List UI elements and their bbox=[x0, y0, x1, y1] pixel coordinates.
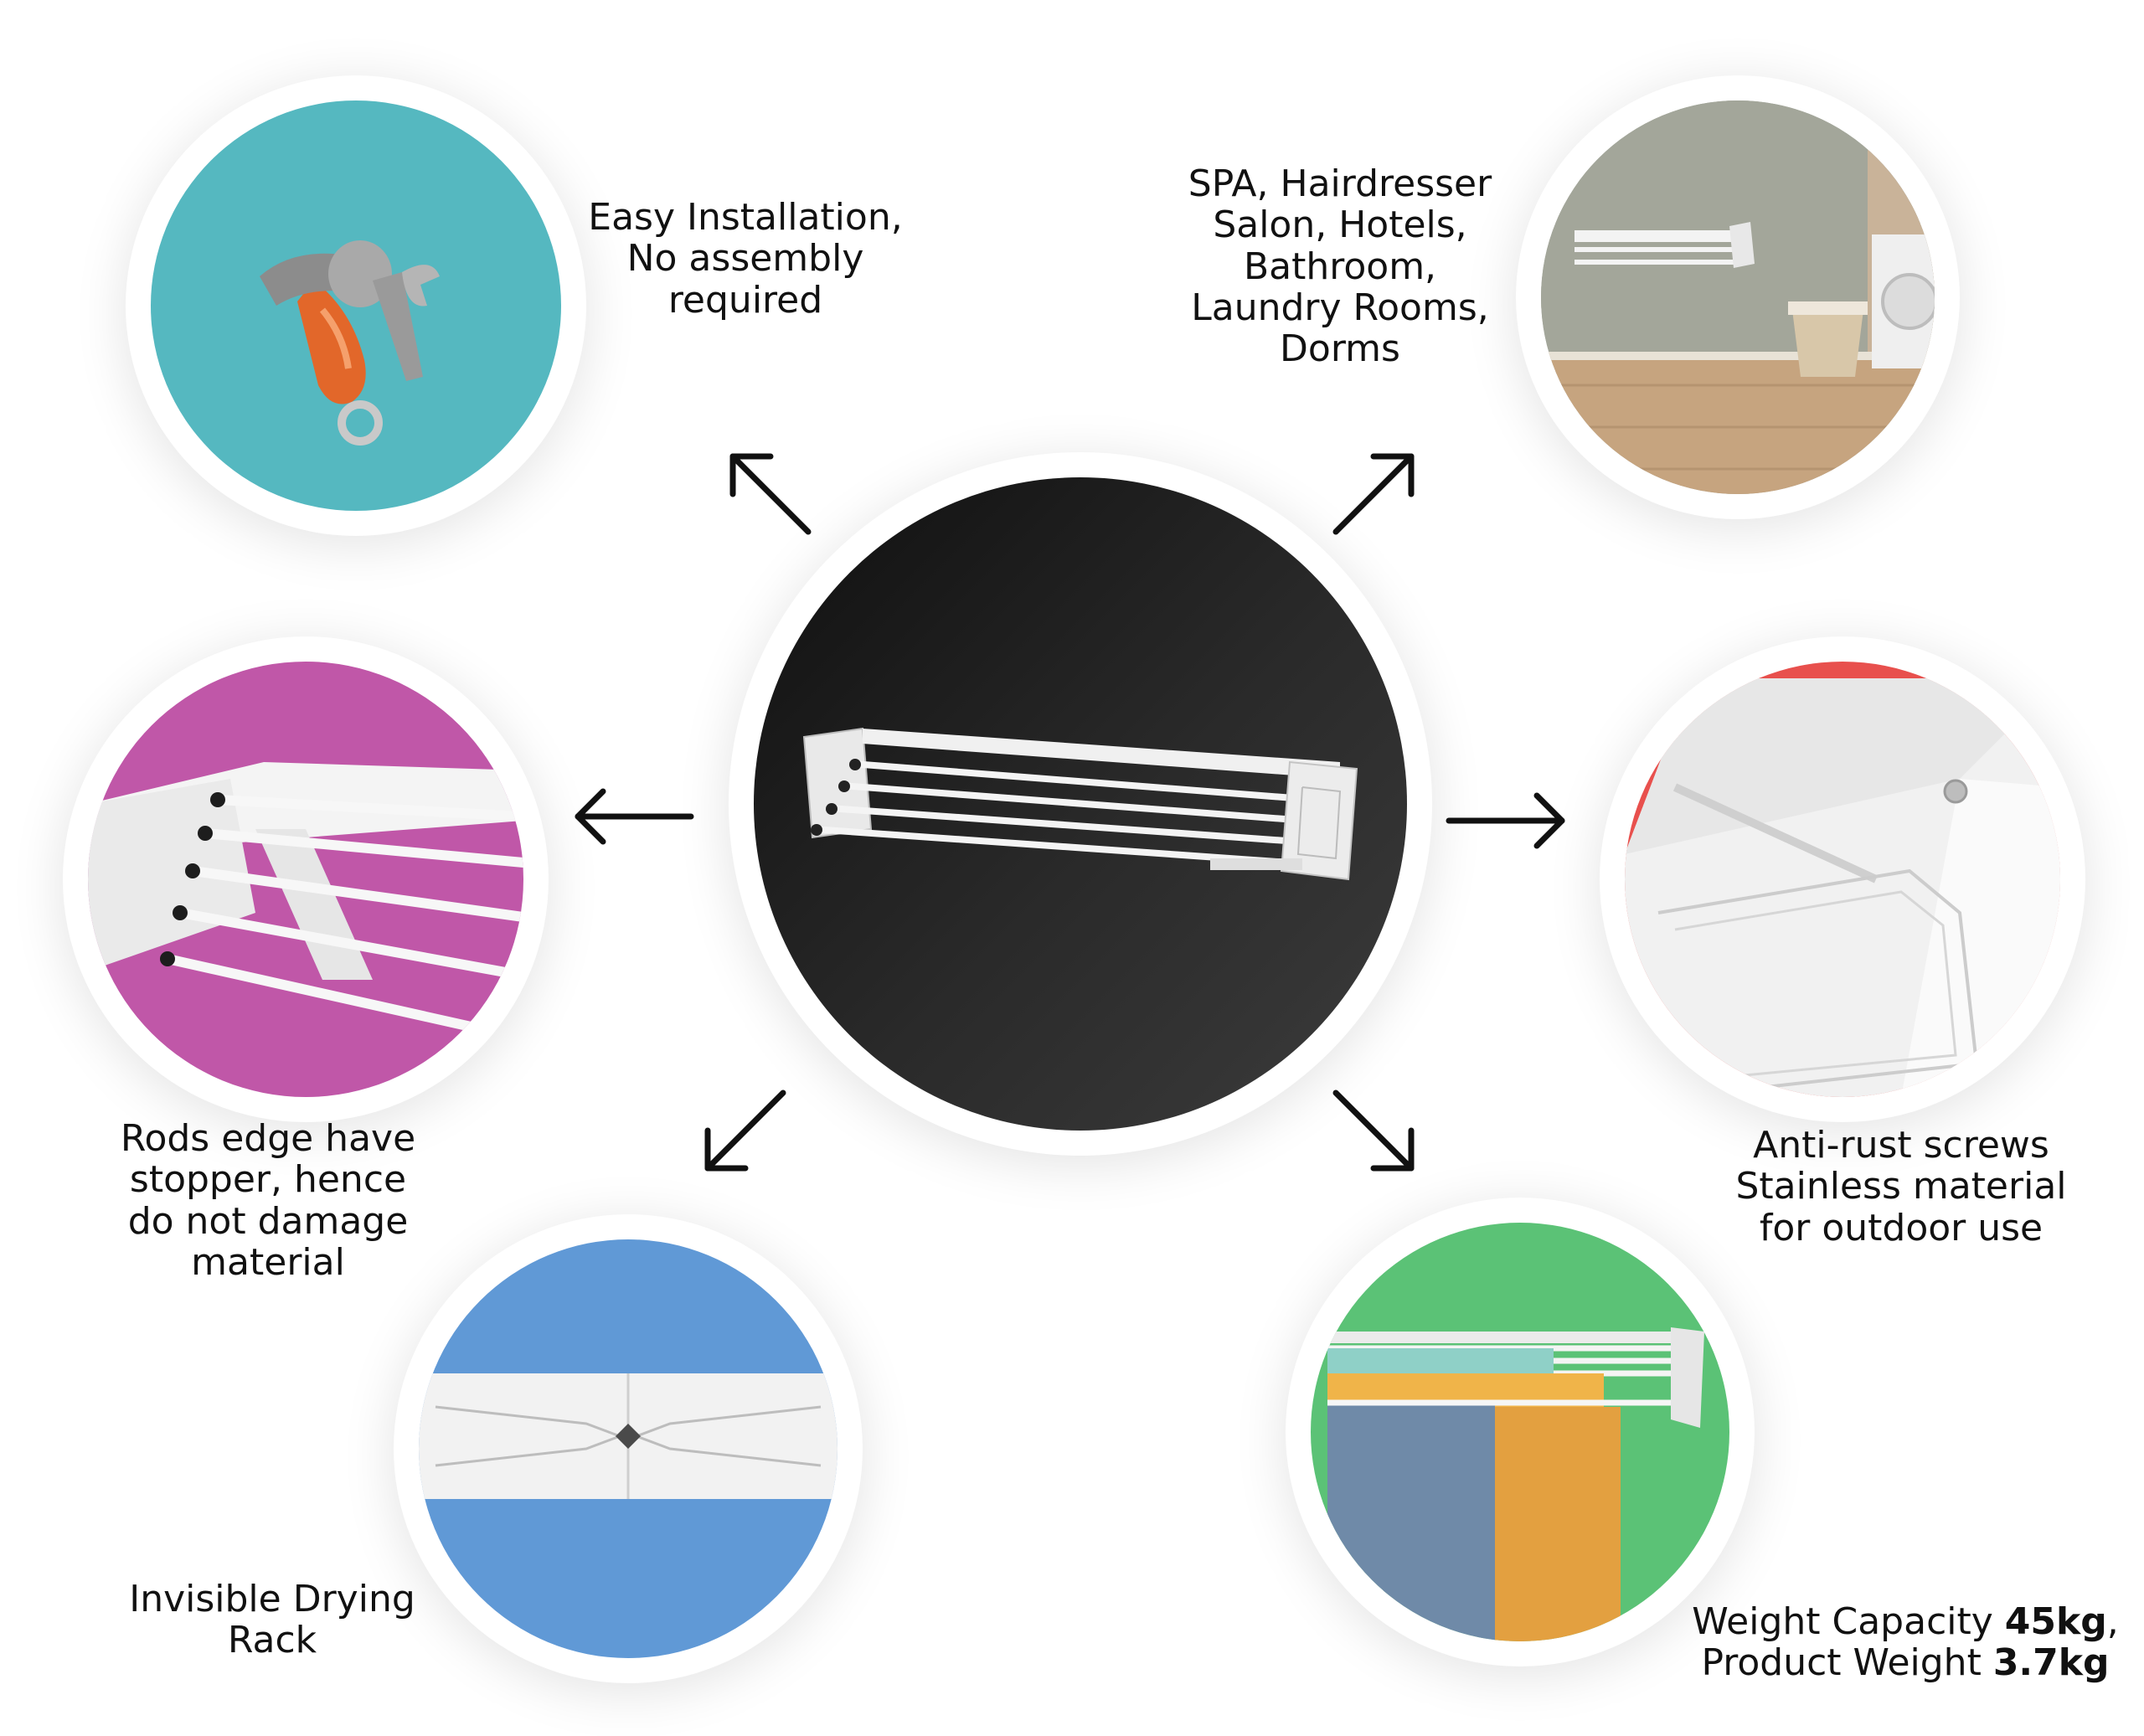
locations-line-5: Dorms bbox=[1280, 327, 1400, 371]
stopper-circle bbox=[88, 662, 523, 1097]
weight-circle bbox=[1311, 1223, 1729, 1641]
installation-line-1: Easy Installation, bbox=[588, 196, 903, 239]
weight-capacity-text: Weight Capacity bbox=[1692, 1600, 2005, 1643]
locations-line-3: Bathroom, bbox=[1243, 245, 1437, 288]
wall-mounted-drying-rack-photo bbox=[802, 727, 1358, 881]
room-with-wall-rack-photo bbox=[1541, 100, 1935, 494]
invisible-label: Invisible Drying Rack bbox=[109, 1579, 436, 1661]
antirust-circle bbox=[1625, 662, 2060, 1097]
rod-stopper-closeup-photo bbox=[88, 762, 523, 1043]
locations-circle bbox=[1541, 100, 1935, 494]
arrow-up-left-icon bbox=[729, 453, 812, 535]
antirust-label: Anti-rust screws Stainless material for … bbox=[1708, 1125, 2094, 1249]
invisible-line-1: Invisible Drying bbox=[129, 1578, 415, 1620]
antirust-line-1: Anti-rust screws bbox=[1753, 1124, 2049, 1167]
locations-line-2: Salon, Hotels, bbox=[1213, 203, 1467, 247]
locations-label: SPA, Hairdresser Salon, Hotels, Bathroom… bbox=[1185, 162, 1495, 371]
screw-closeup-photo bbox=[1625, 678, 2060, 1097]
center-product-circle bbox=[754, 477, 1407, 1131]
product-weight-value: 3.7kg bbox=[1992, 1641, 2110, 1685]
antirust-line-2: Stainless material bbox=[1735, 1165, 2067, 1208]
installation-line-3: required bbox=[667, 278, 823, 322]
arrow-down-right-icon bbox=[1332, 1090, 1415, 1172]
antirust-line-3: for outdoor use bbox=[1759, 1206, 2044, 1249]
installation-circle bbox=[151, 100, 561, 511]
installation-label: Easy Installation, No assembly required bbox=[586, 197, 904, 321]
locations-line-4: Laundry Rooms, bbox=[1191, 286, 1489, 329]
weight-line-1: Weight Capacity 45kg, bbox=[1683, 1601, 2127, 1642]
invisible-circle bbox=[419, 1239, 838, 1658]
weight-line-2: Product Weight 3.7kg bbox=[1683, 1642, 2127, 1683]
arrow-right-icon bbox=[1446, 792, 1565, 849]
arrow-left-icon bbox=[575, 788, 694, 845]
arrow-down-left-icon bbox=[704, 1090, 786, 1172]
stopper-label: Rods edge have stopper, hence do not dam… bbox=[100, 1118, 436, 1283]
locations-line-1: SPA, Hairdresser bbox=[1188, 162, 1492, 205]
stopper-line-1: Rods edge have bbox=[120, 1117, 416, 1160]
installation-line-2: No assembly bbox=[626, 237, 864, 281]
stopper-line-3: do not damage bbox=[127, 1199, 409, 1243]
rack-with-clothes-photo bbox=[1327, 1327, 1704, 1641]
weight-capacity-comma: , bbox=[2106, 1600, 2119, 1643]
stopper-line-2: stopper, hence bbox=[129, 1158, 407, 1202]
product-weight-text: Product Weight bbox=[1701, 1641, 1993, 1685]
stopper-line-4: material bbox=[191, 1240, 345, 1284]
arrow-up-right-icon bbox=[1332, 453, 1415, 535]
hammer-wrench-tools-icon bbox=[260, 240, 440, 446]
invisible-line-2: Rack bbox=[227, 1619, 317, 1662]
weight-capacity-value: 45kg bbox=[2004, 1600, 2107, 1643]
weight-label: Weight Capacity 45kg, Product Weight 3.7… bbox=[1683, 1601, 2127, 1684]
folded-rack-front-photo bbox=[419, 1373, 838, 1499]
